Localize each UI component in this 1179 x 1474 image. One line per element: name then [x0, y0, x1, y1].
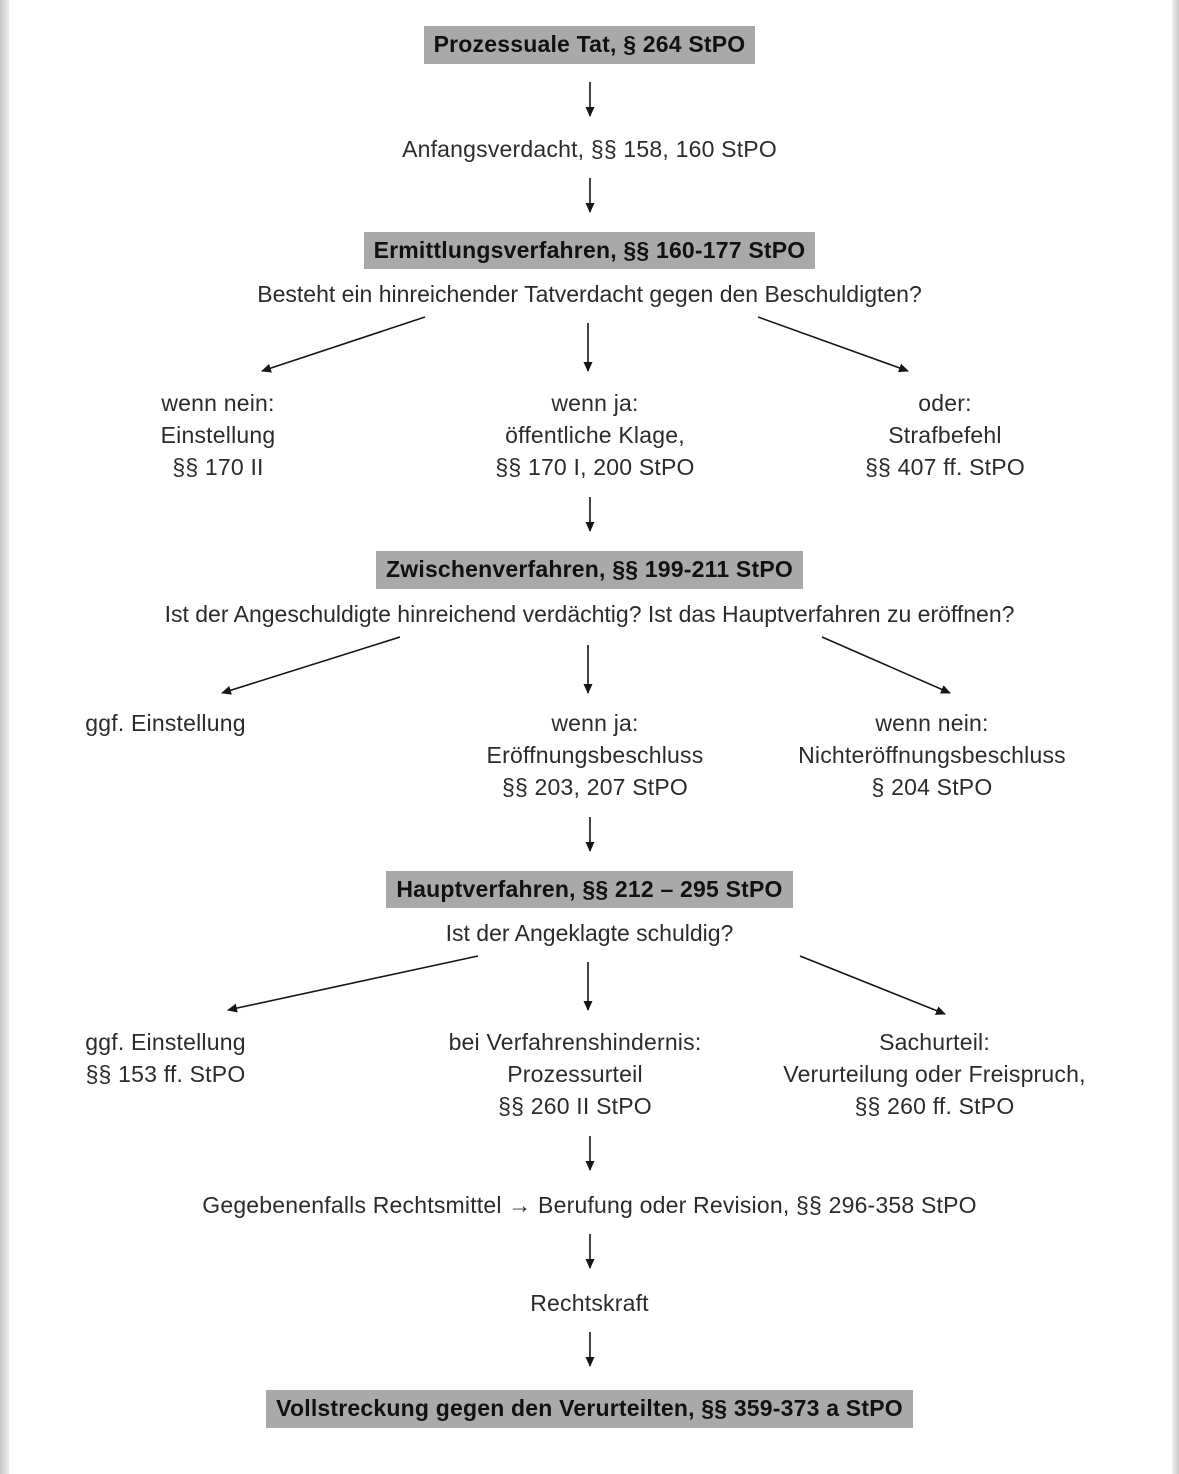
- branch-oeffentliche-klage: wenn ja: öffentliche Klage, §§ 170 I, 20…: [440, 387, 750, 483]
- down-arrow-icon: [585, 1234, 594, 1270]
- branch-line: ggf. Einstellung: [85, 709, 246, 736]
- page-right-edge: [1172, 0, 1179, 1474]
- branch-strafbefehl: oder: Strafbefehl §§ 407 ff. StPO: [795, 387, 1095, 483]
- down-arrow-icon: [585, 1332, 594, 1368]
- down-arrow-icon: [585, 81, 594, 117]
- down-arrow-icon: [585, 177, 594, 213]
- branch-line: wenn nein:: [161, 390, 275, 417]
- zwischen-question: Ist der Angeschuldigte hinreichend verdä…: [164, 600, 1015, 627]
- branch-line: ggf. Einstellung: [85, 1029, 246, 1056]
- branch-line: wenn ja:: [551, 390, 639, 417]
- branch-line: Prozessurteil: [507, 1061, 643, 1088]
- branch-ggf-einstellung: ggf. Einstellung: [58, 707, 273, 739]
- branch-arrows-icon: [261, 316, 909, 373]
- rechtskraft-text: Rechtskraft: [530, 1290, 649, 1317]
- branch-eroeffnungsbeschluss: wenn ja: Eröffnungsbeschluss §§ 203, 207…: [415, 707, 775, 803]
- rechtsmittel-text: Gegebenenfalls Rechtsmittel → Berufung o…: [202, 1192, 977, 1219]
- branch-line: §§ 407 ff. StPO: [865, 454, 1025, 481]
- branch-line: wenn nein:: [875, 709, 989, 736]
- flowchart: Prozessuale Tat, § 264 StPO Anfangsverda…: [0, 26, 1179, 1428]
- branch-line: bei Verfahrenshindernis:: [448, 1029, 702, 1056]
- branch-line: §§ 170 I, 200 StPO: [495, 454, 695, 481]
- branch-line: Eröffnungsbeschluss: [486, 741, 704, 768]
- stage-header-hauptverfahren: Hauptverfahren, §§ 212 – 295 StPO: [386, 870, 793, 909]
- haupt-branches: ggf. Einstellung §§ 153 ff. StPO bei Ver…: [0, 1026, 1179, 1126]
- down-arrow-icon: [585, 1136, 594, 1172]
- page-left-edge: [0, 0, 9, 1474]
- anfangsverdacht-text: Anfangsverdacht, §§ 158, 160 StPO: [402, 135, 777, 162]
- branch-ggf-einstellung-153: ggf. Einstellung §§ 153 ff. StPO: [58, 1026, 273, 1090]
- ermittlung-branches: wenn nein: Einstellung §§ 170 II wenn ja…: [0, 387, 1179, 487]
- down-arrow-icon: [585, 497, 594, 533]
- branch-line: §§ 260 II StPO: [498, 1093, 652, 1120]
- branch-line: Einstellung: [160, 422, 276, 449]
- branch-line: §§ 170 II: [172, 454, 264, 481]
- branch-line: Verurteilung oder Freispruch,: [783, 1061, 1086, 1088]
- haupt-question: Ist der Angeklagte schuldig?: [445, 920, 734, 947]
- branch-line: Strafbefehl: [888, 422, 1002, 449]
- branch-line: Nichteröffnungsbeschluss: [798, 741, 1066, 768]
- branch-line: §§ 203, 207 StPO: [501, 773, 689, 800]
- branch-sachurteil: Sachurteil: Verurteilung oder Freispruch…: [752, 1026, 1117, 1122]
- branch-line: öffentliche Klage,: [505, 422, 685, 449]
- branch-line: §§ 260 ff. StPO: [854, 1093, 1015, 1120]
- branch-einstellung: wenn nein: Einstellung §§ 170 II: [88, 387, 348, 483]
- stage-header-prozessuale-tat: Prozessuale Tat, § 264 StPO: [423, 26, 756, 64]
- branch-line: wenn ja:: [551, 709, 639, 736]
- branch-prozessurteil: bei Verfahrenshindernis: Prozessurteil §…: [400, 1026, 750, 1122]
- stage-header-zwischenverfahren: Zwischenverfahren, §§ 199-211 StPO: [376, 551, 803, 589]
- branch-line: oder:: [918, 390, 972, 417]
- branch-line: §§ 153 ff. StPO: [85, 1061, 246, 1088]
- branch-line: § 204 StPO: [871, 773, 993, 800]
- stage-header-ermittlungsverfahren: Ermittlungsverfahren, §§ 160-177 StPO: [363, 231, 816, 270]
- ermittlung-question: Besteht ein hinreichender Tatverdacht ge…: [257, 281, 922, 308]
- stage-header-vollstreckung: Vollstreckung gegen den Verurteilten, §§…: [266, 1390, 913, 1428]
- branch-line: Sachurteil:: [879, 1029, 990, 1056]
- zwischen-branches: ggf. Einstellung wenn ja: Eröffnungsbesc…: [0, 707, 1179, 807]
- branch-arrows-icon: [221, 636, 951, 695]
- branch-nichteroeffnungsbeschluss: wenn nein: Nichteröffnungsbeschluss § 20…: [752, 707, 1112, 803]
- down-arrow-icon: [585, 816, 594, 852]
- branch-arrows-icon: [227, 955, 946, 1016]
